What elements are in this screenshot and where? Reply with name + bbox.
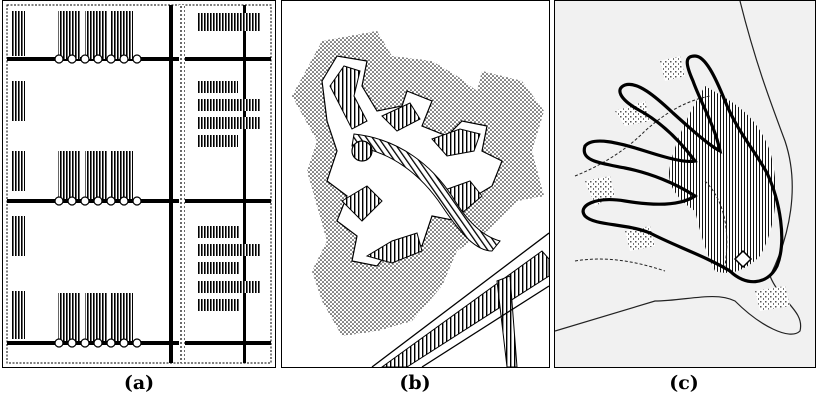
housing-block [111,151,133,199]
housing-block [85,11,107,59]
housing-block [111,11,133,59]
panel-b-cluster-plan [292,31,549,367]
edge-building-strip [11,291,25,339]
housing-block [58,151,80,199]
housing-block [85,293,107,341]
city-centre-marker [733,249,753,269]
finger-plan-outline [581,54,784,284]
transit-node [80,196,90,206]
housing-block-right [198,244,260,256]
transit-node [119,196,129,206]
housing-block-right [198,281,260,293]
housing-block [58,293,80,341]
transit-node [67,196,77,206]
caption-a: (a) [123,372,155,394]
housing-block-right [198,262,240,274]
housing-block [58,11,80,59]
diagonal-road-line-2 [421,285,549,367]
transit-node [132,196,142,206]
main-road-vertical [243,5,246,363]
transit-node [54,338,64,348]
transit-node [93,54,103,64]
housing-block-right [198,299,240,311]
diagonal-road-line [371,232,549,367]
panel-a [2,0,276,368]
block-2 [381,102,421,132]
panel-a-grid-plan [6,4,272,364]
housing-block-right [198,99,260,111]
panel-c-finger-plan [555,1,815,367]
housing-block-right [198,13,260,31]
transit-node [54,196,64,206]
urban-patches [585,56,790,311]
panel-c [554,0,816,368]
dashed-boundary [574,95,728,272]
transit-node [93,338,103,348]
transit-node [67,338,77,348]
spine-node [351,140,373,162]
transit-node [132,338,142,348]
transit-node [119,338,129,348]
main-road-vertical [169,5,173,363]
housing-block [85,151,107,199]
caption-c: (c) [669,372,699,394]
edge-building-strip [11,81,25,121]
central-spine [351,133,501,252]
edge-building-strip [11,151,25,191]
panel-b [281,0,550,368]
housing-block-right [198,81,238,93]
transit-node [80,338,90,348]
housing-block-right [198,135,238,147]
transit-node [67,54,77,64]
road-band-2 [496,275,518,367]
frame-border [6,4,272,364]
edge-building-strip [11,11,25,56]
transit-node [93,196,103,206]
transit-node [106,196,116,206]
block-3 [431,128,481,157]
transit-node [80,54,90,64]
caption-b: (b) [399,372,431,394]
edge-building-strip [11,216,25,256]
housing-block-right [198,226,240,238]
housing-block-right [198,117,260,129]
transit-node [54,54,64,64]
green-strip [179,5,185,363]
block-5 [365,232,423,264]
housing-block [111,293,133,341]
block-4 [341,185,383,222]
transit-node [106,54,116,64]
transit-node [119,54,129,64]
block-1 [329,65,368,130]
transit-node [132,54,142,64]
transit-node [106,338,116,348]
